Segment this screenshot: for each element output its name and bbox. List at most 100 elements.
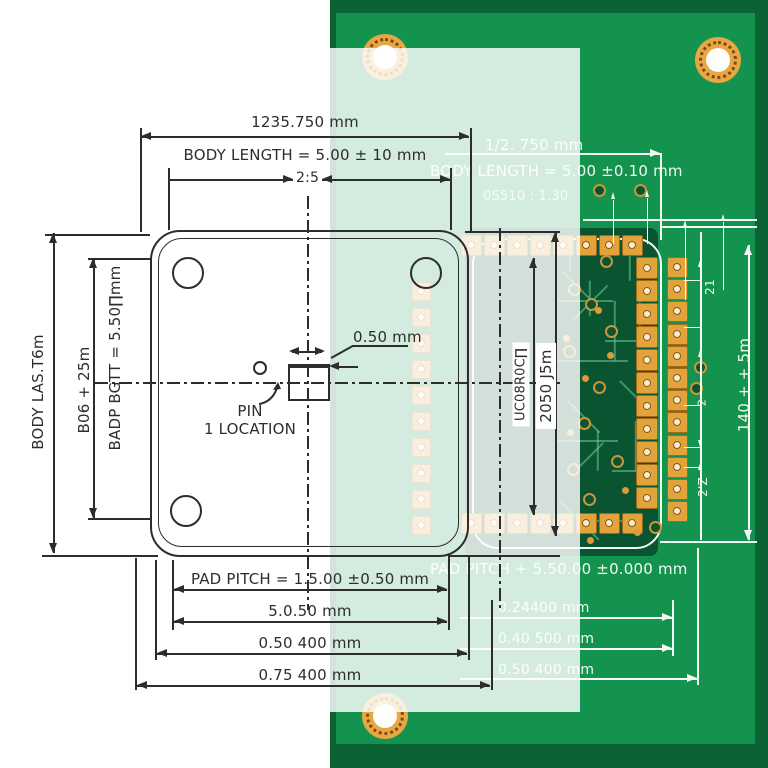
- via: [605, 325, 618, 338]
- copper-pad: [636, 372, 658, 394]
- via: [583, 493, 596, 506]
- centerline-vertical-footprint: [499, 228, 501, 608]
- copper-pad: [666, 478, 688, 500]
- silk-ext-line: [697, 548, 699, 685]
- centerline-horizontal: [95, 382, 560, 384]
- copper-pad: [636, 441, 658, 463]
- copper-pad: [636, 395, 658, 417]
- silk-tick-arrowhead: [644, 190, 649, 197]
- silk-tick-arrowhead: [697, 463, 702, 470]
- pin1-pad-rect: [288, 364, 330, 401]
- left-inner-label: BADP BGTT = 5.50∏mm: [106, 248, 124, 468]
- copper-pad: [636, 303, 658, 325]
- ext-line: [470, 128, 472, 232]
- copper-pad: [636, 487, 658, 509]
- copper-pad: [636, 326, 658, 348]
- ext-line: [491, 600, 493, 690]
- ext-line: [172, 560, 174, 630]
- bottom-dim-a-label: 5.0.50 mm: [268, 602, 352, 620]
- pin1-label-line2: 1 LOCATION: [203, 420, 297, 438]
- corner-circle-top-right: [410, 257, 442, 289]
- silk-arrowhead: [650, 149, 660, 157]
- silk-tick-arrowhead: [697, 440, 702, 447]
- silk-tick-arrowhead: [697, 350, 702, 357]
- copper-pad: [666, 411, 688, 433]
- copper-pad: [666, 389, 688, 411]
- copper-trace: [612, 470, 657, 472]
- left-inner-text: BADP BGTT = 5.50∏mm: [106, 265, 124, 451]
- copper-trace: [558, 440, 618, 442]
- corner-circle-top-left: [172, 257, 204, 289]
- bottom-dim-b-label: 0.50 400 mm: [258, 634, 362, 652]
- via: [600, 255, 613, 268]
- via: [649, 521, 662, 534]
- right-outer-text: 2050 J5m: [536, 343, 556, 429]
- arrowhead: [283, 175, 293, 183]
- copper-pad: [666, 300, 688, 322]
- via: [593, 381, 606, 394]
- copper-dot: [587, 537, 594, 544]
- right-inner-label: UC08R0C∏: [512, 275, 530, 495]
- ext-line: [448, 555, 560, 557]
- pin1-label-line1: PIN: [237, 402, 263, 420]
- centerline-vertical-body: [307, 196, 309, 610]
- dim-line-right-inner: [533, 258, 535, 515]
- dim-line-c: [137, 685, 490, 687]
- copper-pad: [666, 256, 688, 278]
- ext-line: [465, 231, 560, 233]
- ext-line: [450, 168, 452, 230]
- arrowhead: [480, 681, 490, 689]
- pcb-edge-top: [330, 0, 768, 13]
- arrowhead: [89, 508, 97, 518]
- arrowhead: [137, 681, 147, 689]
- copper-pad: [666, 345, 688, 367]
- copper-dot: [595, 307, 602, 314]
- pad-width-label: 0.50 mm: [353, 328, 422, 346]
- left-outer-label: BODY LAS.T6m: [29, 282, 47, 502]
- copper-dot: [607, 352, 614, 359]
- arrowhead: [141, 132, 151, 140]
- left-mid-label: B06 + 25m: [75, 280, 93, 500]
- left-outer-text: BODY LAS.T6m: [29, 334, 47, 450]
- ext-line: [135, 558, 137, 690]
- silk-line: [660, 226, 757, 228]
- arrowhead: [529, 505, 537, 515]
- silk-arrowhead: [687, 674, 697, 682]
- copper-dot: [582, 375, 589, 382]
- arrowhead: [440, 175, 450, 183]
- pcb-edge-bottom: [330, 744, 768, 768]
- pad-pitch-label: PAD PITCH = 1.5.00 ±0.50 mm: [190, 570, 430, 588]
- dim-line-body-height: [53, 233, 55, 553]
- silk-arrowhead: [744, 245, 752, 255]
- pad-pointer-line: [334, 366, 358, 368]
- dim-line-scale-left: [168, 179, 293, 181]
- silk-tick-line: [700, 232, 702, 540]
- silk-tick-arrowhead: [697, 260, 702, 267]
- ext-line: [468, 556, 470, 660]
- arrowhead: [551, 526, 559, 536]
- dim-line-pad-pitch: [174, 589, 447, 591]
- pin1-pad-top-edge: [288, 365, 328, 368]
- ext-line: [155, 560, 157, 660]
- silk-line: [583, 219, 757, 221]
- copper-pad: [621, 234, 643, 256]
- right-inner-text: UC08R0C∏: [512, 342, 530, 427]
- ext-line: [88, 518, 152, 520]
- copper-dot: [622, 487, 629, 494]
- copper-pad: [636, 257, 658, 279]
- silk-arrowhead: [662, 644, 672, 652]
- copper-pad: [666, 323, 688, 345]
- dim-line-scale-right: [322, 179, 450, 181]
- silk-tick: [684, 327, 701, 329]
- ext-line: [140, 128, 142, 232]
- silk-tick: [684, 405, 701, 407]
- silk-arrow-stem: [723, 222, 725, 290]
- dim-line-inner-height: [93, 258, 95, 518]
- leader-underline: [352, 345, 408, 347]
- dim-line-b: [157, 653, 467, 655]
- silk-tick: [684, 280, 701, 282]
- mounting-hole-top-right: [695, 37, 741, 83]
- curved-arrow: [258, 382, 281, 405]
- arrowhead: [437, 585, 447, 593]
